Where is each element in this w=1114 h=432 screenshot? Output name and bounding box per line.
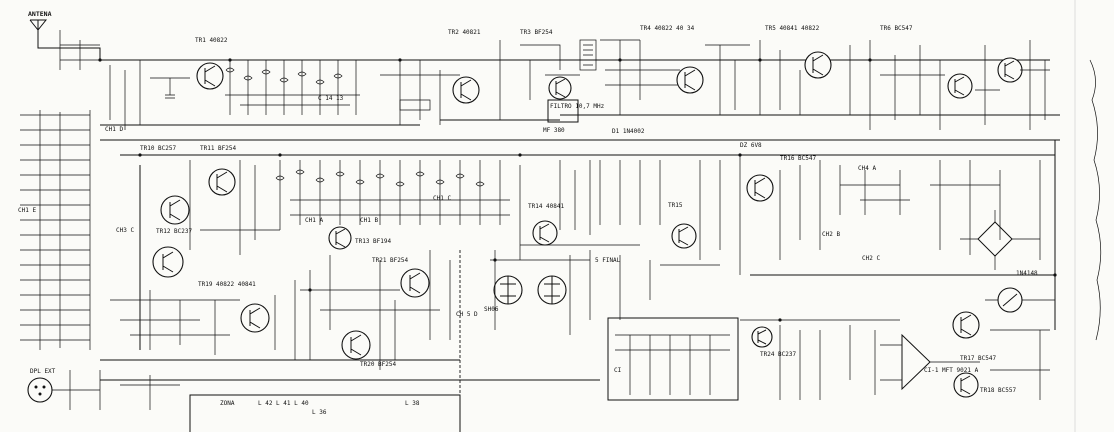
ch1d-label: CH1 D [105,126,123,133]
tr6-label: TR6 BC547 [880,25,913,32]
l36-label: L 36 [312,409,327,416]
tr15-transistor [671,223,697,249]
tr14-label: TR14 40841 [528,203,565,210]
tr13-label: TR13 BF194 [355,238,392,245]
mf-label: MF 380 [543,127,565,134]
ch2c-label: CH2 C [862,255,880,262]
tr20-transistor [341,330,371,360]
tr11-transistor [208,168,236,196]
cnt-label: C 14 13 [318,95,344,102]
tr15-label: TR15 [668,202,683,209]
left-channel-switch-bank [20,110,91,350]
final-label: 5 FINAL [595,257,621,264]
tr18-label: TR18 BC557 [980,387,1017,394]
tr10-label: TR10 BC257 [140,145,177,152]
filter-label: FILTRO 10,7 MHz [550,103,605,110]
ch1-lower-label: CI [614,367,622,374]
tr10-transistor [160,195,190,225]
filter-block [547,99,579,123]
final-tube-2 [537,275,567,305]
tr6-transistor [947,73,973,99]
antenna-label: ANTENA [28,10,52,18]
tr1-transistor [196,62,224,90]
lower-board-block [607,317,739,401]
tr11-label: TR11 BF254 [200,145,237,152]
meter-symbol [997,287,1023,313]
antenna-symbol [29,19,101,60]
tr1-label: TR1 40822 [195,37,228,44]
tr21-transistor [400,268,430,298]
diode2-label: 1N4148 [1016,270,1038,277]
tr21-label: TR21 BF254 [372,257,409,264]
ch1c-label: CH1 C [433,195,451,202]
tr16-transistor [746,174,774,202]
dpl-ext-connector [27,377,53,403]
mid-coil-bank [275,160,510,230]
bridge-rectifier [960,210,1040,270]
l-row-label: L 42 L 41 L 40 [258,400,309,407]
ch1a-label: CH1 A [305,217,323,224]
tr4-transistor [676,66,704,94]
junction-dots [98,58,1057,322]
ch5d-label: CH 5 D [456,311,478,318]
tr3-transistor [548,76,572,100]
tr16-label: TR16 BC547 [780,155,817,162]
tr24-label: TR24 BC237 [760,351,797,358]
tr7-transistor [997,57,1023,83]
ci1-label: CI-1 MFT 9021 A [924,367,979,374]
final-tube-1 [493,275,523,305]
ch1b-label: CH1 B [360,217,378,224]
ch1e-label: CH1 E [18,207,36,214]
tr2-transistor [452,76,480,104]
dpl-label: DPL EXT [30,368,56,375]
ic1-triangle [880,333,980,391]
tr12-label: TR12 BC237 [156,228,193,235]
diode1-label: D1 1N4002 [612,128,645,135]
tr5-label: TR5 40841 40822 [765,25,820,32]
ch4a-label: CH4 A [858,165,876,172]
ch3c-label: CH3 C [116,227,134,234]
tr5-transistor [804,51,832,79]
tr17-label: TR17 BC547 [960,355,997,362]
tr24-transistor [751,326,773,348]
tr12-transistor [152,246,184,278]
tr3-label: TR3 BF254 [520,29,553,36]
zona-label: ZONA [220,400,235,407]
top-coil-bank [225,60,360,115]
tr14-transistor [532,220,558,246]
bottom-zone-box [189,394,461,432]
dz-label: DZ 6V8 [740,142,762,149]
tr4-label: TR4 40822 40 34 [640,25,695,32]
tr17-transistor [952,311,980,339]
ch2b-label: CH2 B [822,231,840,238]
tr13-transistor [328,226,352,250]
tr2-label: TR2 40821 [448,29,481,36]
tr20-label: TR20 BF254 [360,361,397,368]
tr18-transistor [953,372,979,398]
tr19-transistor [240,303,270,333]
tr19-label: TR19 40822 40841 [198,281,256,288]
l38-label: L 38 [405,400,420,407]
sh06-label: SH06 [484,306,499,313]
